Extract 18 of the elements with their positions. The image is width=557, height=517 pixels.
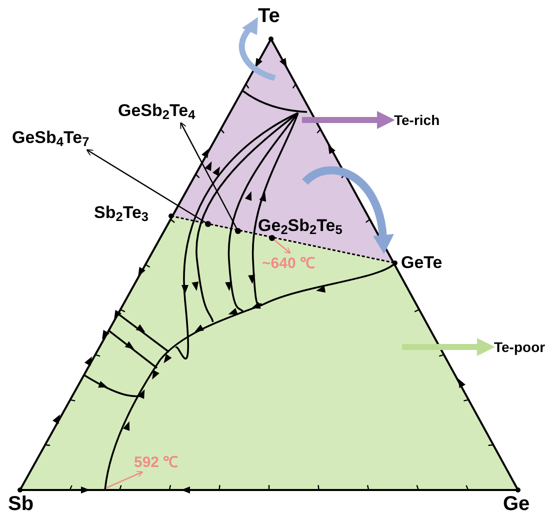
compound-label: Te [258, 4, 286, 28]
compound-label: GeTe [401, 250, 449, 274]
compound-label: Sb [8, 492, 38, 516]
compound-label: Ge$_{2}$Sb$_{2}$Te$_{5}$ [258, 212, 380, 238]
leader-line [272, 238, 291, 254]
leader-line [106, 470, 144, 489]
leader-line [180, 122, 239, 232]
compound-label: GeSb$_{2}$Te$_{4}$ [118, 97, 230, 123]
arrow [402, 338, 495, 356]
compound-label: Ge [503, 492, 535, 516]
compound-label: Te-rich [394, 110, 452, 130]
compound-label: Te-poor [494, 337, 556, 357]
compound-label: Sb$_{2}$Te$_{3}$ [94, 199, 168, 225]
compound-label: 592 ℃ [134, 452, 196, 472]
compound-label: ~640 ℃ [262, 253, 342, 273]
arrow [302, 111, 395, 129]
leader-line [86, 149, 208, 225]
compound-label: GeSb$_{4}$Te$_{7}$ [12, 124, 120, 150]
